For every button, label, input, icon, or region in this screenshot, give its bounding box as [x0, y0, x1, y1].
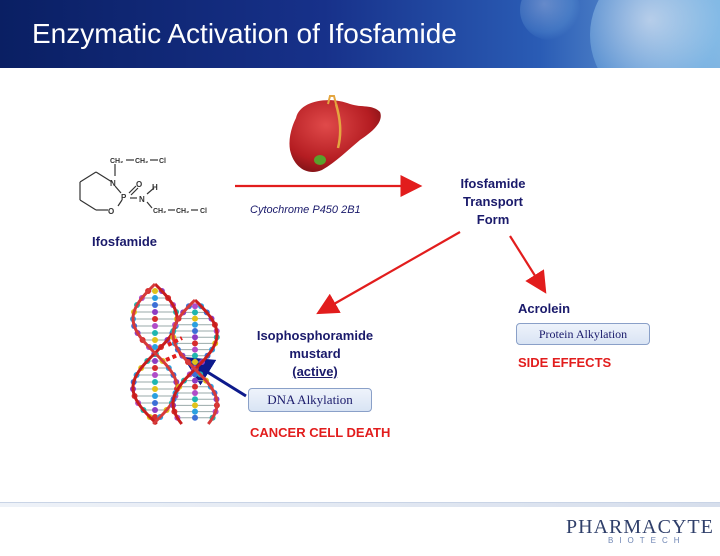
dna-nucleotide [152, 379, 158, 385]
transport-form-line-1: Ifosfamide [460, 176, 526, 191]
company-logo: PHARMACYTE [566, 516, 714, 538]
dna-nucleotide [152, 407, 158, 413]
slide-title: Enzymatic Activation of Ifosfamide [32, 18, 457, 49]
dna-backbone [171, 298, 219, 425]
ifosfamide-label: Ifosfamide [92, 234, 158, 249]
dna-nucleotide [152, 323, 158, 329]
dna-crosslink [167, 336, 183, 347]
dna-nucleotide [152, 372, 158, 378]
atom-n-ring: N [110, 179, 116, 188]
arrow-to-acrolein [509, 235, 547, 294]
atom-ch2-top-1: CH₂ [110, 158, 123, 165]
cancer-cell-death-label: CANCER CELL DEATH [250, 425, 391, 440]
dna-nucleotide [152, 316, 158, 322]
side-effects-label: SIDE EFFECTS [518, 355, 612, 370]
slide-header: Enzymatic Activation of Ifosfamide [0, 0, 720, 68]
dna-nucleotide [192, 390, 198, 396]
dna-nucleotide [192, 328, 198, 334]
atom-n-chain: N [139, 195, 145, 204]
dna-nucleotide [192, 383, 198, 390]
dna-nucleotide [192, 346, 198, 353]
transport-form-line-2: Transport [463, 194, 523, 209]
dna-backbone [171, 298, 219, 425]
dna-nucleotide [192, 371, 198, 378]
dna-nucleotide [192, 359, 198, 365]
header-bubble-decoration [590, 0, 720, 68]
footer-divider [0, 502, 720, 503]
dna-nucleotide [192, 352, 198, 359]
dna-nucleotide [152, 295, 158, 301]
arrow-to-mustard [316, 231, 461, 315]
dna-nucleotide [192, 334, 198, 341]
dna-nucleotide [192, 396, 198, 403]
atom-ch2-top-2: CH₂ [135, 158, 148, 165]
dna-helix-illustration [130, 282, 220, 426]
dna-nucleotide [192, 377, 198, 384]
transport-form-label: Ifosfamide Transport Form [448, 176, 538, 227]
atom-p: P [121, 193, 127, 202]
dna-nucleotide [192, 315, 198, 322]
atom-ch2-bottom-1: CH₂ [153, 208, 166, 215]
dna-nucleotide [152, 337, 158, 343]
dna-alkylation-box: DNA Alkylation [248, 388, 372, 412]
enzyme-label: Cytochrome P450 2B1 [250, 204, 361, 216]
dna-nucleotide [192, 402, 198, 409]
dna-nucleotide [152, 302, 158, 308]
mustard-line-1: Isophosphoramide [256, 328, 374, 343]
atom-cl-bottom: Cl [200, 208, 207, 215]
dna-nucleotide [152, 358, 158, 364]
dna-nucleotide [152, 400, 158, 406]
dna-nucleotide [152, 365, 158, 371]
liver-illustration [289, 95, 381, 172]
dna-nucleotide [192, 340, 198, 347]
mustard-line-3: (active) [292, 364, 338, 379]
dna-nucleotide [152, 288, 158, 294]
atom-h: H [152, 183, 158, 192]
ifosfamide-structure [79, 159, 198, 211]
company-logo-subtitle: BIOTECH [608, 536, 686, 545]
dna-nucleotide [152, 414, 158, 420]
atom-ch2-bottom-2: CH₂ [176, 208, 189, 215]
mustard-label: Isophosphoramide mustard (active) [240, 328, 390, 379]
dna-nucleotide [192, 414, 198, 421]
dna-nucleotide [152, 309, 158, 315]
dna-nucleotide [152, 344, 158, 350]
atom-o-ring: O [108, 207, 114, 216]
transport-form-line-3: Form [476, 212, 510, 227]
atom-cl-top: Cl [159, 158, 166, 165]
dna-nucleotide [192, 309, 198, 316]
dna-nucleotide [152, 386, 158, 392]
mustard-line-2: mustard [289, 346, 341, 361]
dna-nucleotide [152, 393, 158, 399]
acrolein-label: Acrolein [518, 301, 571, 316]
dna-nucleotide [192, 408, 198, 415]
dna-nucleotide [192, 303, 198, 310]
dna-nucleotide [152, 330, 158, 336]
atom-o-double: O [136, 180, 142, 189]
dna-crosslink [165, 352, 181, 362]
footer-band [0, 503, 720, 507]
dna-nucleotide [192, 321, 198, 328]
protein-alkylation-box: Protein Alkylation [516, 323, 650, 345]
